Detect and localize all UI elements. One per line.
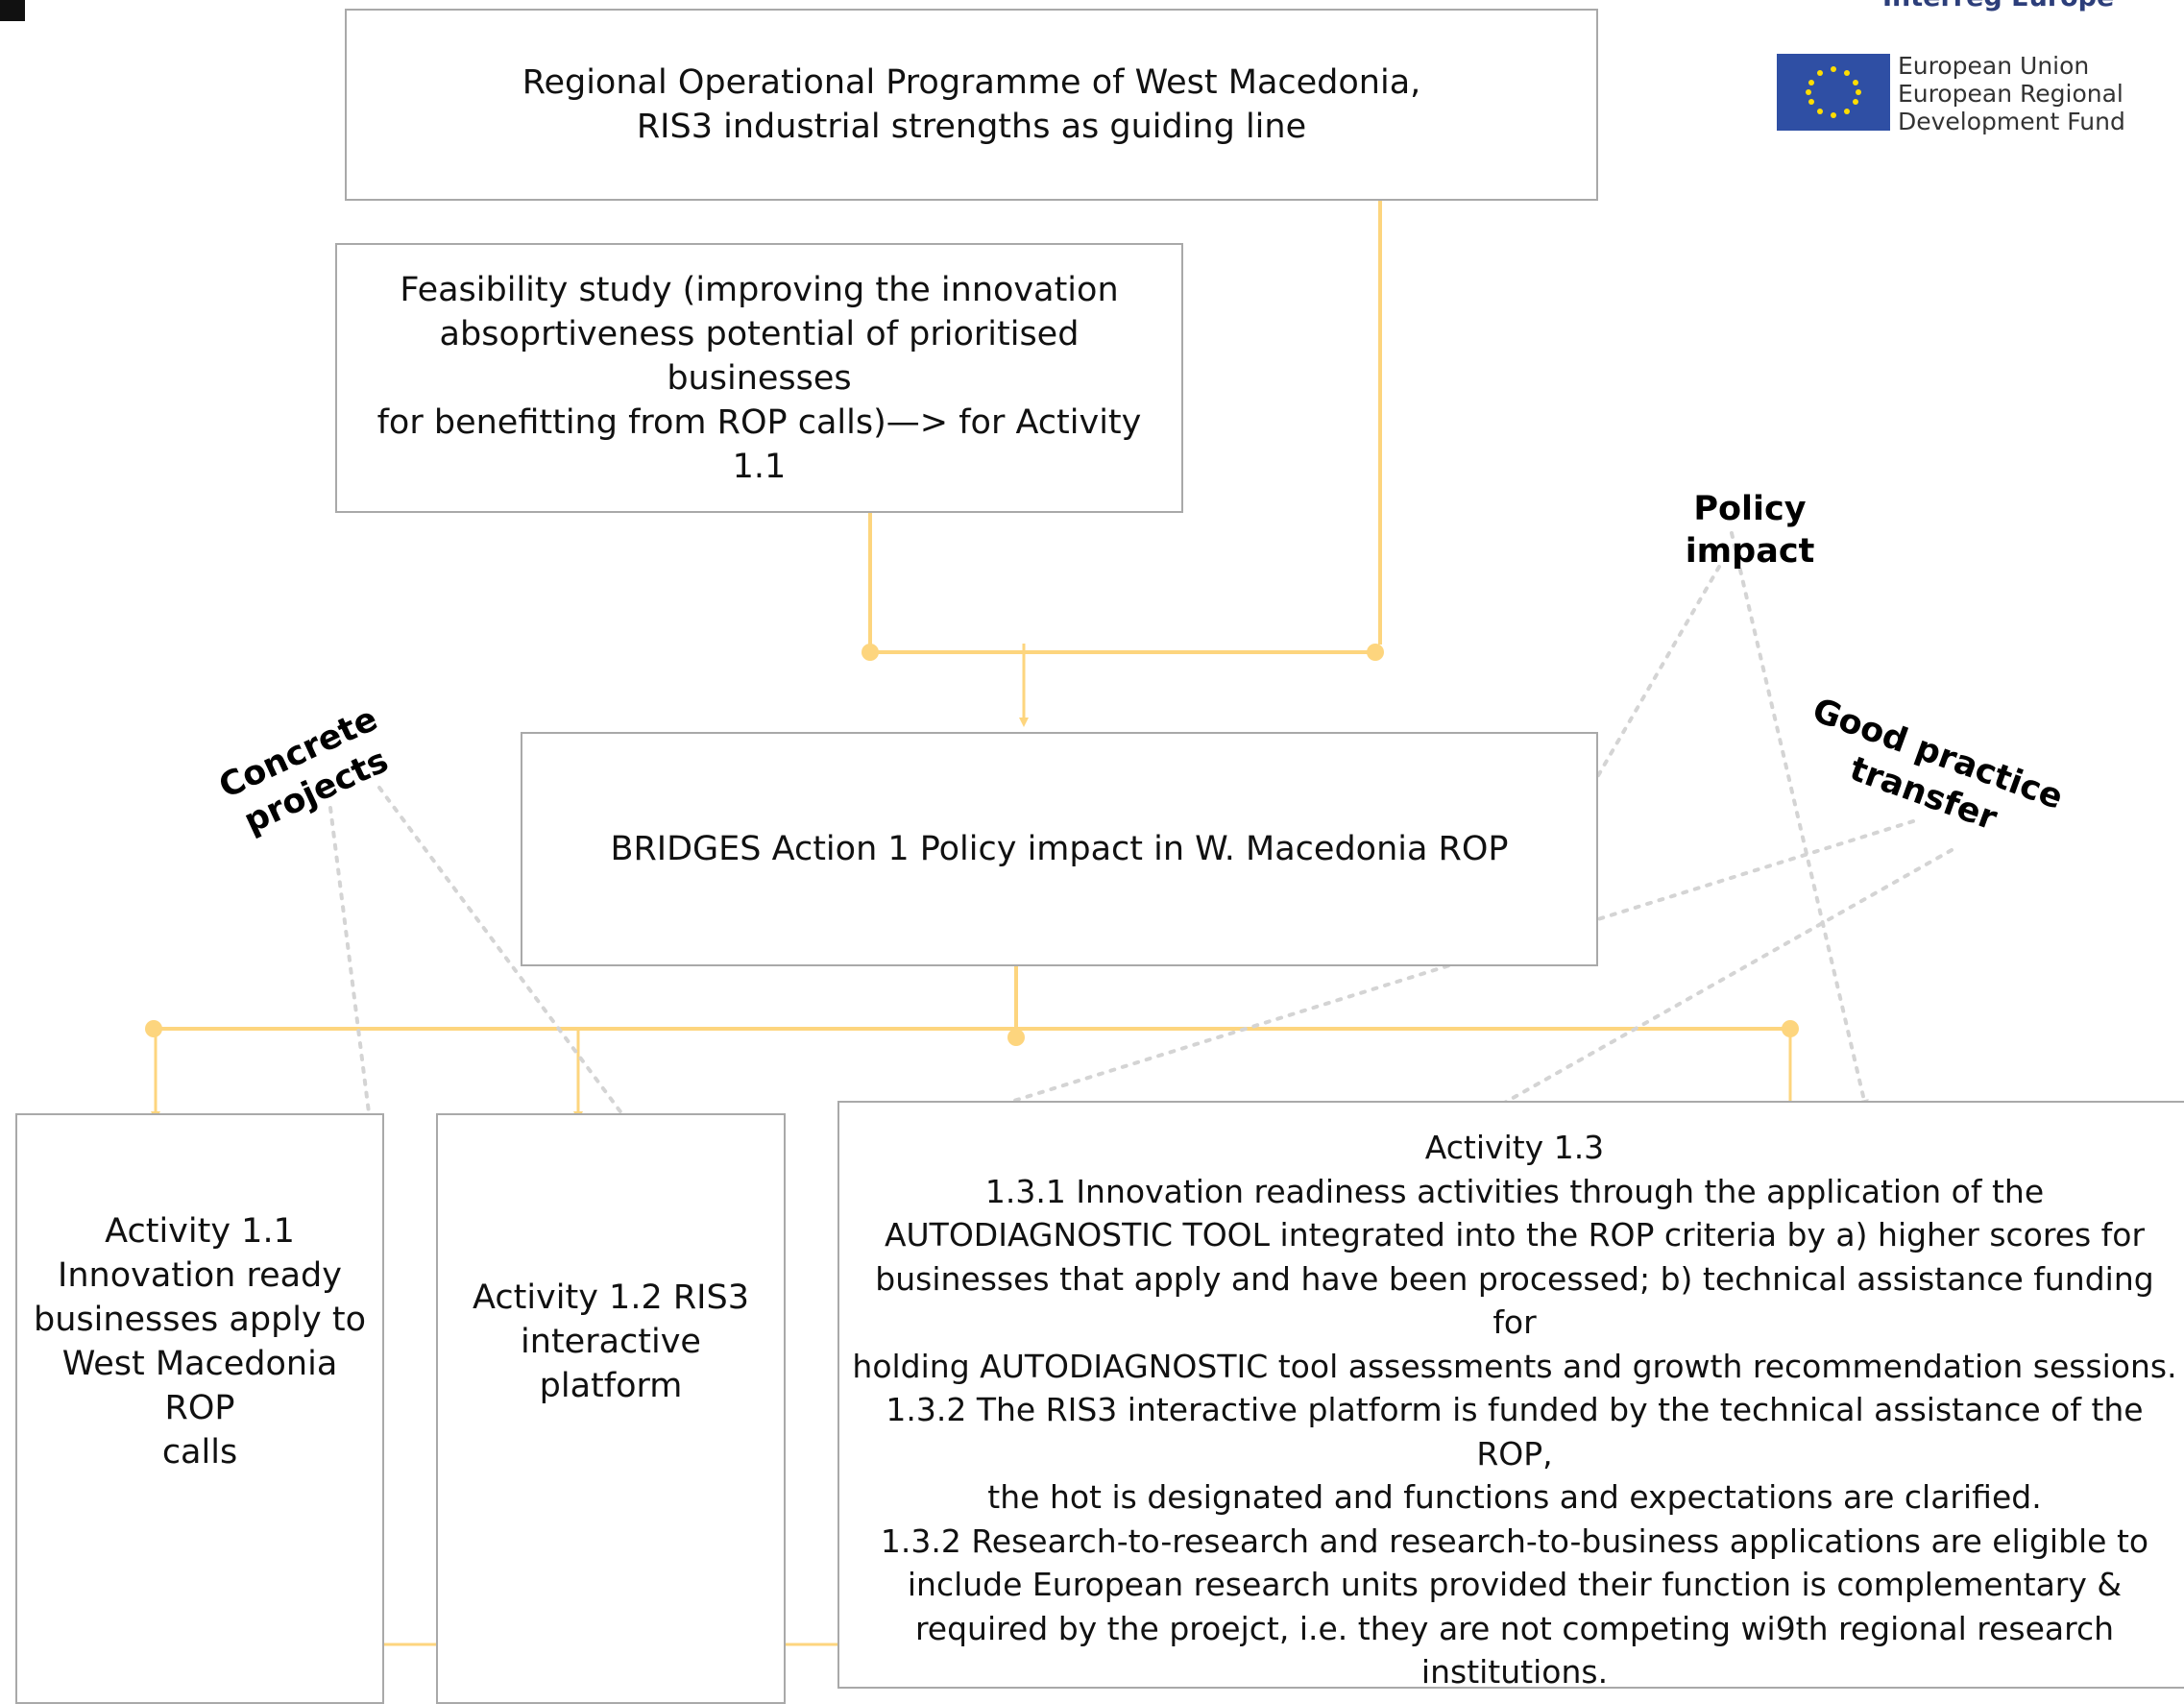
dotted-concrete-to-activity-1-1 [328, 806, 377, 1148]
junction-dot [1782, 1020, 1799, 1037]
slide-corner-mark [0, 0, 25, 21]
bridges-action-text: BRIDGES Action 1 Policy impact in W. Mac… [610, 830, 1509, 868]
activity-1-1-box: Activity 1.1 Innovation ready businesses… [15, 1113, 384, 1704]
junction-dot [861, 644, 879, 661]
activity-1-2-text: Activity 1.2 RIS3 interactive platform [473, 1278, 749, 1405]
eu-flag-icon [1777, 54, 1890, 131]
activity-1-3-box: Activity 1.3 1.3.1 Innovation readiness … [837, 1101, 2184, 1691]
dotted-concrete-to-activity-1-2 [377, 786, 650, 1153]
feasibility-study-text: Feasibility study (improving the innovat… [376, 270, 1142, 486]
interreg-logo-text: Interreg Europe [1882, 0, 2114, 12]
activity-1-1-text: Activity 1.1 Innovation ready businesses… [33, 1211, 367, 1472]
policy-impact-label: Policy impact [1685, 490, 1815, 571]
bridges-action-box: BRIDGES Action 1 Policy impact in W. Mac… [521, 732, 1598, 966]
activity-1-2-box: Activity 1.2 RIS3 interactive platform [436, 1113, 786, 1704]
junction-dot [145, 1020, 162, 1037]
rop-text: Regional Operational Programme of West M… [522, 63, 1421, 146]
feasibility-study-box: Feasibility study (improving the innovat… [335, 243, 1183, 513]
junction-dot [1007, 1029, 1025, 1046]
eu-logo-text: European Union European Regional Develop… [1898, 52, 2125, 135]
dotted-good-practice-to-activity-1-3 [842, 819, 1915, 1156]
dotted-policy-to-bridges [1587, 565, 1721, 795]
activity-1-3-text: Activity 1.3 1.3.1 Innovation readiness … [852, 1129, 2177, 1691]
rop-box: Regional Operational Programme of West M… [345, 9, 1598, 201]
dotted-policy-to-activity-1-3 [1730, 531, 1869, 1109]
junction-dot [1367, 644, 1384, 661]
